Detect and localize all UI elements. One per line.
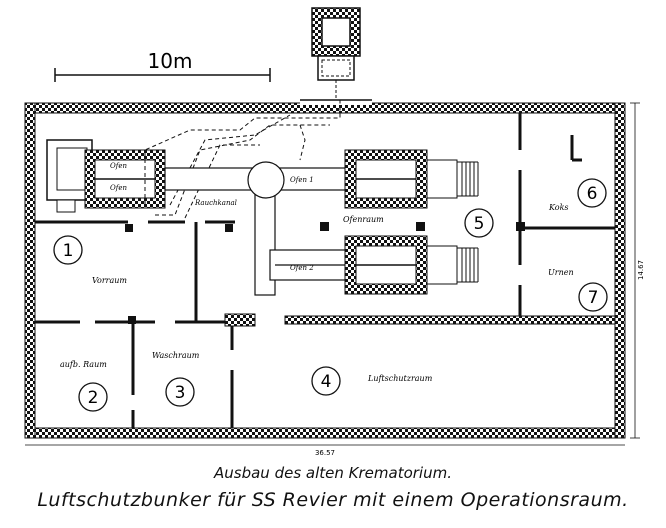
- dimension-height: 14.67: [637, 260, 645, 280]
- room-labels: Vorraum aufb. Raum Waschraum Luftschutzr…: [60, 203, 574, 383]
- room-5-number: 5: [474, 214, 485, 234]
- oven-1: [344, 149, 479, 209]
- caption-subtitle: Ausbau des alten Krematorium.: [214, 464, 452, 482]
- room-1-label: Vorraum: [92, 276, 127, 285]
- caption-title: Luftschutzbunker für SS Revier mit einem…: [37, 489, 629, 511]
- room-3-number: 3: [175, 383, 186, 403]
- chimney: [311, 7, 361, 100]
- flue-label: Rauchkanal: [194, 199, 237, 207]
- room-4-label: Luftschutzraum: [367, 374, 433, 383]
- furnace-left-mid-label: Ofen: [110, 184, 127, 192]
- furnace-left: [46, 139, 166, 213]
- room-2-number: 2: [88, 388, 99, 408]
- dimension-width: 36.57: [315, 449, 335, 457]
- furnace-left-top-label: Ofen: [110, 162, 127, 170]
- room-1-number: 1: [63, 241, 74, 261]
- scale-label: 10m: [148, 49, 193, 73]
- room-5-label: Ofenraum: [343, 215, 384, 224]
- room-2-label: aufb. Raum: [60, 360, 107, 369]
- oven-2: [344, 235, 479, 295]
- central-flue: [164, 161, 351, 296]
- oven-1-label: Ofen 1: [290, 176, 314, 184]
- partition-wall: [224, 313, 616, 327]
- room-3-label: Waschraum: [152, 351, 200, 360]
- room-numbers: 1 2 3 4 5 6 7: [63, 184, 599, 408]
- oven-2-label: Ofen 2: [290, 264, 314, 272]
- columns: [125, 222, 525, 324]
- room-7-number: 7: [588, 288, 599, 308]
- scale-bar: [54, 68, 271, 82]
- room-6-label: Koks: [548, 203, 569, 212]
- outer-wall: [24, 99, 626, 439]
- dimension-lines: [25, 102, 640, 446]
- room-4-number: 4: [321, 372, 332, 392]
- room-6-number: 6: [587, 184, 598, 204]
- room-circles: [53, 178, 608, 412]
- flue-lines: [144, 100, 341, 219]
- room-7-label: Urnen: [548, 268, 574, 277]
